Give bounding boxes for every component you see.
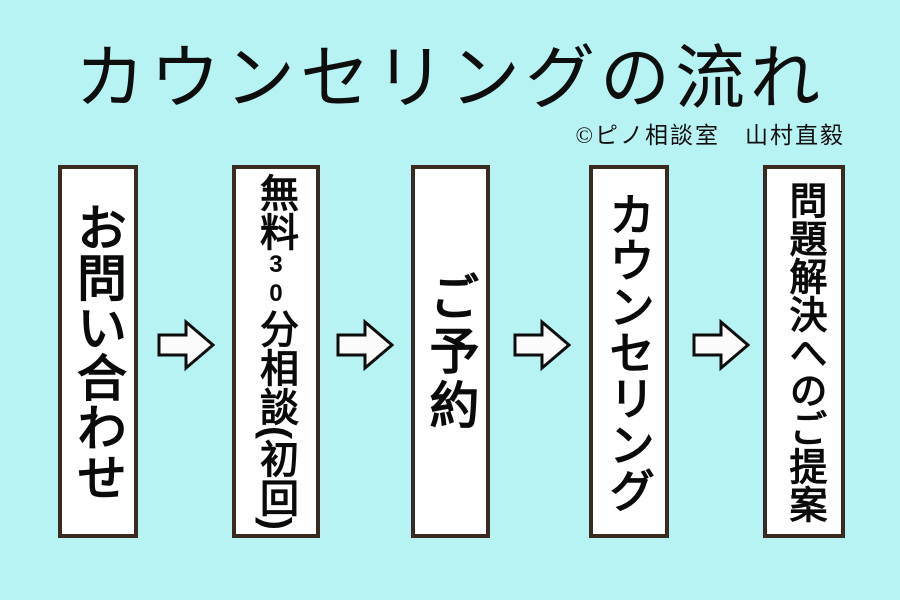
flow-step-free-consultation: 無料30分相談(初回) xyxy=(232,165,320,538)
flow-step-label: お問い合わせ xyxy=(70,201,126,502)
right-arrow-icon xyxy=(692,318,750,372)
right-arrow-icon xyxy=(513,318,571,372)
right-arrow-icon xyxy=(336,318,394,372)
flow-step-label: カウンセリング xyxy=(603,190,655,513)
page-title: カウンセリングの流れ xyxy=(75,41,825,118)
right-arrow-icon xyxy=(157,318,215,372)
credit-line: ©ピノ相談室 山村直毅 xyxy=(575,123,845,148)
flow-step-label: 無料30分相談(初回) xyxy=(254,173,298,530)
flow-step-solution-proposal: 問題解決へのご提案 xyxy=(763,165,845,538)
flow-step-label: 問題解決へのご提案 xyxy=(783,180,825,523)
flow-step-counseling: カウンセリング xyxy=(589,165,669,538)
flow-step-reservation: ご予約 xyxy=(411,165,490,538)
flow-step-label: ご予約 xyxy=(422,270,479,433)
flow-step-inquiry: お問い合わせ xyxy=(58,165,138,538)
